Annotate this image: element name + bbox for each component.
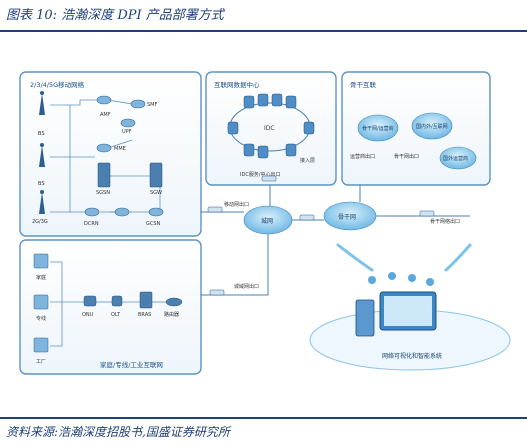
backbone-b3: 国外运营商 xyxy=(443,155,468,162)
arrow-icons xyxy=(336,243,472,272)
core1-label: 城网 xyxy=(261,218,273,225)
title-rule xyxy=(0,30,527,32)
node-smf: SMF xyxy=(147,102,157,108)
node-bras: BRAS xyxy=(138,312,151,318)
mobile-exit-label: 移动网出口 xyxy=(224,201,249,208)
site-home: 家庭 xyxy=(36,274,46,281)
bs-tower-icon xyxy=(39,91,45,214)
fixed-site-icons xyxy=(33,253,49,353)
backbone-clouds xyxy=(357,112,477,170)
backbone-e1: 运营商出口 xyxy=(350,153,375,160)
bs-label-1: BS xyxy=(38,131,45,137)
backbone-exit-label: 骨干网络出口 xyxy=(430,218,460,225)
site-line: 专线 xyxy=(36,315,46,322)
node-dcrn: DCRN xyxy=(84,221,99,227)
system-server-icon xyxy=(355,299,375,337)
backbone-title: 骨干互联 xyxy=(350,80,377,89)
core2-label: 骨干网 xyxy=(338,214,356,221)
fixed-title: 家庭/专线/工业互联网 xyxy=(100,360,163,369)
mobile-panel xyxy=(19,71,202,237)
dc-title: 互联网数据中心 xyxy=(214,80,260,89)
node-upf: UPF xyxy=(122,129,132,135)
figure-source: 资料来源:浩瀚深度招股书,国盛证券研究所 xyxy=(6,425,230,439)
node-amf: AMF xyxy=(100,112,111,118)
node-gcsn: GCSN xyxy=(146,221,161,227)
site-factory: 工厂 xyxy=(36,359,46,365)
idc-server-icons xyxy=(227,93,315,159)
figure-title: 图表 10: 浩瀚深度 DPI 产品部署方式 xyxy=(6,8,224,23)
fixed-links xyxy=(50,261,166,347)
bs-label-2: BS xyxy=(38,181,45,187)
node-onu: ONU xyxy=(82,312,94,318)
fixed-panel xyxy=(19,239,202,375)
idc-label: IDC xyxy=(264,125,275,132)
monitor-screen xyxy=(384,296,432,326)
idc-exit-label: IDC服务/中心出口 xyxy=(240,171,281,178)
mobile-server-icons xyxy=(97,162,163,188)
node-sgsn: SGSN xyxy=(96,190,110,196)
fixed-node-icons xyxy=(83,291,183,309)
backbone-e2: 骨干网出口 xyxy=(394,153,419,160)
backbone-b1: 骨干网/运营商 xyxy=(362,125,394,132)
tap-icons xyxy=(207,175,435,296)
dc-panel xyxy=(205,71,337,186)
system-label: 网络可视化和智能系统 xyxy=(382,352,442,360)
fixed-exit-label: 城域网出口 xyxy=(234,283,259,290)
system-widget-icons xyxy=(368,272,434,286)
node-sgw: SGW xyxy=(150,190,162,196)
node-router: 路由器 xyxy=(164,311,179,318)
backbone-b2: 国内外/互联网 xyxy=(416,123,448,130)
node-mme: MME xyxy=(114,146,126,152)
bs-label-3: 2G/3G xyxy=(32,219,48,225)
node-olt: OLT xyxy=(111,312,121,318)
idc-access-label: 接入层 xyxy=(300,157,315,164)
mobile-router-icons xyxy=(84,95,164,217)
mobile-title: 2/3/4/5G移动网络 xyxy=(30,80,85,89)
core-clouds xyxy=(243,201,377,235)
source-rule xyxy=(0,417,527,419)
